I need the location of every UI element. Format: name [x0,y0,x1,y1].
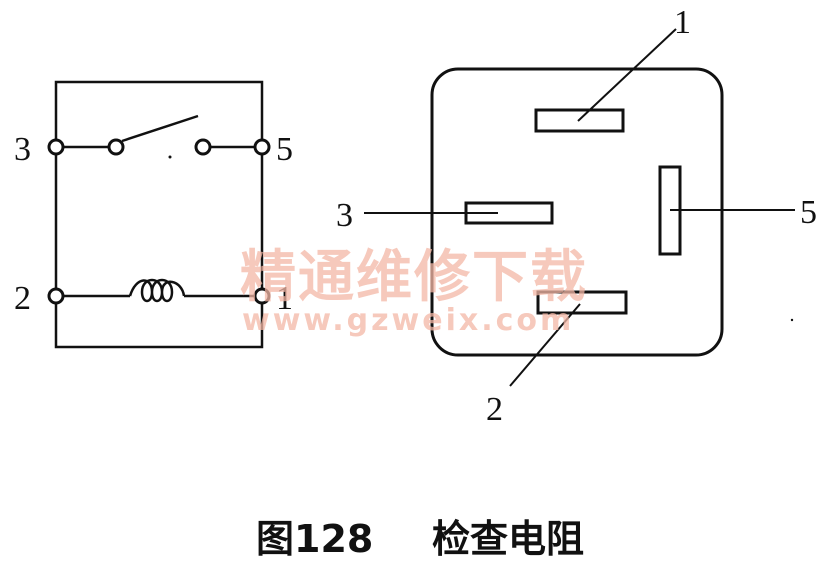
switch-blade [121,114,199,143]
switch-contact-left [107,138,125,156]
switch-contact-right [194,138,212,156]
terminal-5 [253,138,271,156]
pin-label-5: 5 [800,194,817,231]
terminal-label-2: 2 [14,280,31,317]
coil-symbol [128,278,186,303]
terminal-label-1: 1 [276,280,293,317]
watermark-url: www.gzweix.com [242,303,574,338]
schematic-dot [168,155,172,159]
figure-title: 检查电阻 [432,517,584,561]
terminal-2 [47,287,65,305]
terminal-label-3: 3 [14,131,31,168]
terminal-label-5: 5 [276,131,293,168]
pin-label-1: 1 [674,4,691,41]
watermark-text: 精通维修下载 [240,245,588,310]
figure-number: 图128 [256,517,373,561]
terminal-3 [47,138,65,156]
relay-schematic [47,80,271,349]
pin-label-2: 2 [486,391,503,428]
schematic-frame [54,80,264,349]
pin-leaders [364,28,795,387]
stray-dot [790,318,794,322]
leader-1 [577,28,677,122]
pin-slot-1 [534,108,625,133]
leader-2 [509,303,581,387]
terminal-1 [253,287,271,305]
pin-slot-2 [536,290,628,315]
pin-label-3: 3 [336,197,353,234]
